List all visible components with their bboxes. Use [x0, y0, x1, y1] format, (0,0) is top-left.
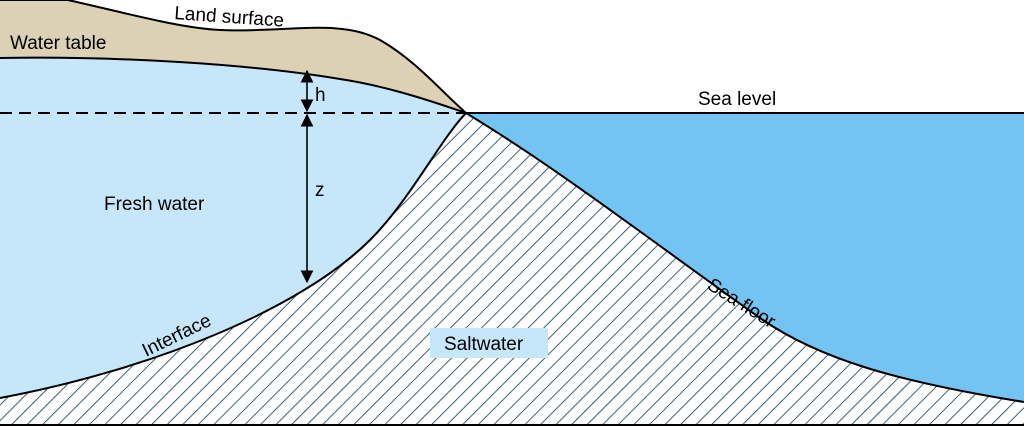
z-label: z: [315, 180, 325, 201]
saltwater-region: [0, 113, 1024, 426]
h-label: h: [315, 85, 326, 106]
saltwater-label: Saltwater: [444, 334, 524, 355]
land-surface-line: [0, 0, 467, 114]
sea-floor-line: [465, 112, 1024, 403]
fresh-water-region: [0, 57, 466, 398]
water-table-label: Water table: [10, 33, 106, 54]
saltwater-label-background: [430, 328, 548, 358]
sea-water-region: [466, 113, 1024, 402]
interface-line: [0, 112, 467, 399]
fresh-water-label: Fresh water: [104, 194, 205, 215]
land-region: [0, 0, 466, 113]
sea-level-label: Sea level: [698, 89, 776, 110]
